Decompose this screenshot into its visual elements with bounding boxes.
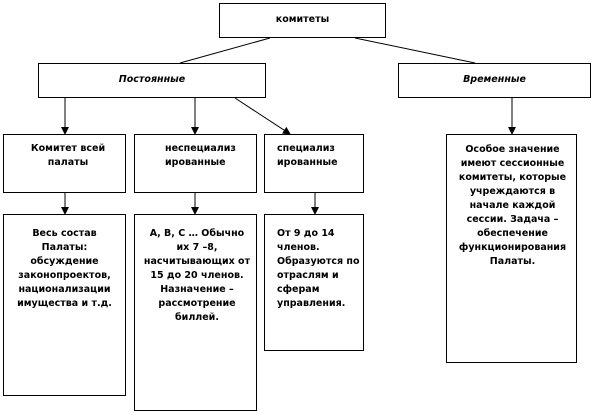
connector-root-temporary [354,37,476,64]
nonspecialized-description: А, В, С … Обычно их 7 –8, насчитывающих … [143,228,251,323]
whole-house-description: Весь состав Палаты: обсуждение законопро… [17,228,112,309]
temporary-box: Временные [398,63,591,98]
nonspecialized-box: неспециализ ированные [134,134,257,193]
specialized-box: специализ ированные [264,134,364,193]
specialized-description: От 9 до 14 членов. Образуются по отрасля… [277,228,360,309]
specialized-label: специализ ированные [277,143,338,168]
temporary-description: Особое значение имеют сессионные комитет… [458,144,567,267]
nonspecialized-label: неспециализ ированные [165,143,236,168]
root-box: комитеты [219,3,386,38]
whole-house-label: Комитет всей палаты [30,143,106,168]
nonspecialized-description-box: А, В, С … Обычно их 7 –8, насчитывающих … [134,214,257,411]
temporary-label: Временные [463,74,526,85]
permanent-box: Постоянные [38,63,266,98]
arrow-permanent-specialized [234,97,291,135]
whole-house-description-box: Весь состав Палаты: обсуждение законопро… [3,214,126,396]
specialized-description-box: От 9 до 14 членов. Образуются по отрасля… [264,214,364,351]
permanent-label: Постоянные [118,74,186,85]
root-label: комитеты [275,14,330,25]
whole-house-box: Комитет всей палаты [3,134,126,193]
temporary-description-box: Особое значение имеют сессионные комитет… [446,134,577,363]
connector-root-permanent [179,37,271,64]
